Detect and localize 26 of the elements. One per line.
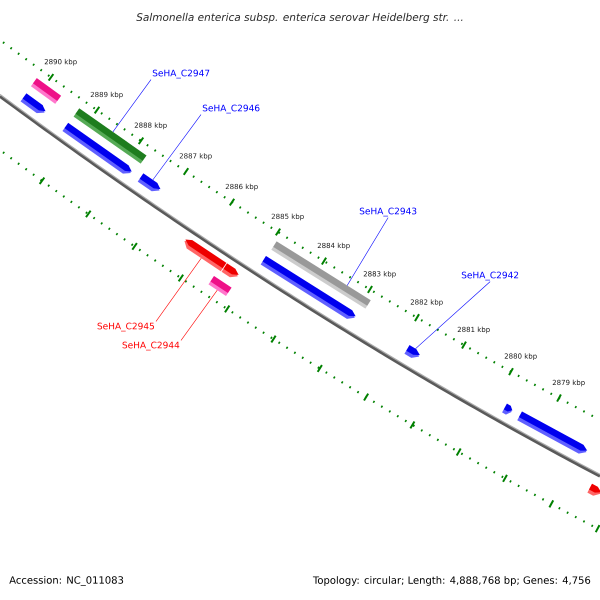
gene-label: SeHA_C2942 bbox=[462, 272, 518, 280]
leader-line bbox=[415, 281, 490, 349]
gene-label: SeHA_C2944 bbox=[122, 342, 180, 350]
title: Salmonella enterica subsp. enterica serovar Heidelberg str. ... bbox=[136, 12, 462, 24]
leader-line bbox=[152, 114, 202, 180]
gene-feature bbox=[587, 484, 600, 496]
gene-bar bbox=[208, 276, 232, 296]
gene-feature bbox=[20, 93, 46, 114]
gene-feature bbox=[404, 345, 420, 358]
gene-feature bbox=[222, 263, 239, 278]
leader-line bbox=[156, 258, 202, 322]
gene-label: SeHA_C2946 bbox=[202, 104, 260, 114]
gene-feature bbox=[138, 173, 160, 192]
gene-feature bbox=[184, 240, 226, 272]
leader-line bbox=[112, 79, 152, 132]
accession-text: Accession: NC_011083 bbox=[9, 576, 124, 586]
gene-label: SeHA_C2943 bbox=[360, 208, 416, 216]
leader-line bbox=[346, 217, 388, 286]
gene-label: SeHA_C2947 bbox=[152, 70, 210, 78]
genome-info-text: Topology: circular; Length: 4,888,768 bp; Genes: 4,756 bbox=[312, 576, 590, 586]
gene-feature bbox=[517, 411, 588, 454]
gene-feature bbox=[502, 404, 512, 415]
gene-feature bbox=[260, 256, 356, 319]
leader-line bbox=[180, 290, 218, 341]
gene-feature bbox=[62, 122, 132, 174]
gene-label: SeHA_C2945 bbox=[98, 322, 154, 332]
